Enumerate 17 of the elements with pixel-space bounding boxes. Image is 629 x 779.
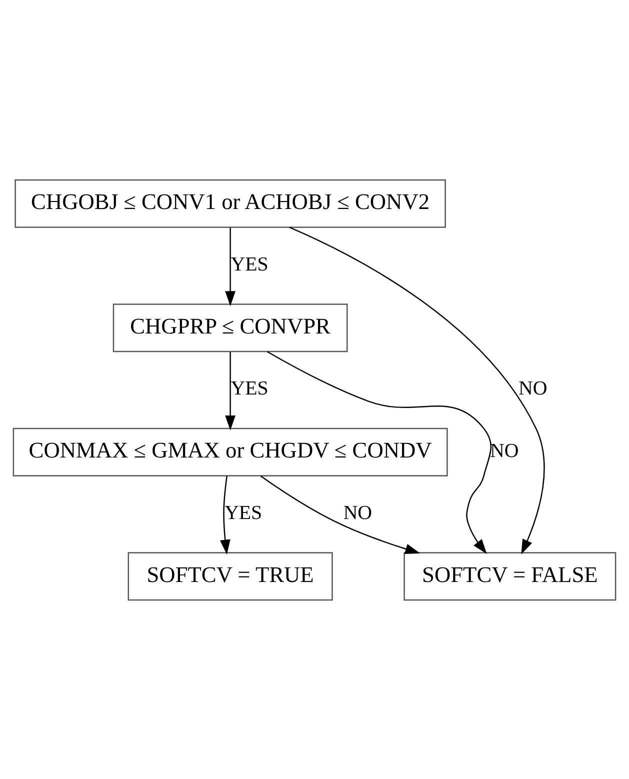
arrow (225, 352, 236, 430)
node-box: SOFTCV = FALSE (404, 552, 616, 600)
arrow (260, 475, 420, 554)
arrow (266, 350, 492, 554)
edge-label: NO (343, 502, 372, 524)
edge-label: YES (230, 377, 268, 400)
arrow (220, 476, 230, 554)
arrow (289, 226, 545, 554)
node-box: CONMAX ≤ GMAX or CHGDV ≤ CONDV (12, 427, 448, 476)
arrow (225, 227, 236, 306)
edge-label: YES (224, 502, 262, 524)
node-box: CHGOBJ ≤ CONV1 or ACHOBJ ≤ CONV2 (14, 178, 446, 228)
node-box: SOFTCV = TRUE (128, 552, 333, 600)
edge-label: NO (490, 439, 519, 462)
edge-label: YES (230, 252, 268, 275)
edge-label: NO (518, 377, 548, 400)
node-box: CHGPRP ≤ CONVPR (112, 303, 348, 352)
